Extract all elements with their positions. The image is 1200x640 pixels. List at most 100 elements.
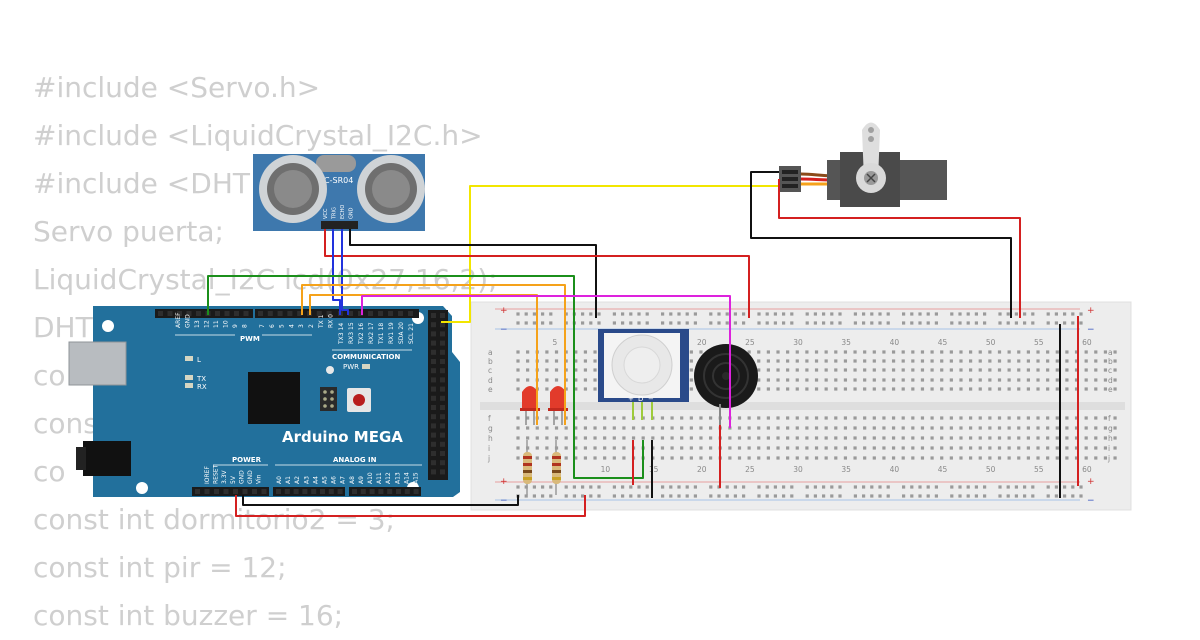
breadboard-hole xyxy=(1084,368,1088,372)
breadboard-hole xyxy=(1017,368,1021,372)
rail-hole xyxy=(725,321,729,325)
breadboard-hole xyxy=(1026,350,1030,354)
rail-hole xyxy=(1054,321,1058,325)
rail-hole xyxy=(765,485,769,489)
ultrasonic-pin-label: ECHO xyxy=(340,205,346,219)
breadboard-hole xyxy=(1065,359,1069,363)
breadboard-hole xyxy=(737,456,742,460)
breadboard-hole xyxy=(901,416,905,420)
pin-label: 5 xyxy=(279,324,286,328)
rail-hole xyxy=(725,485,729,489)
breadboard-hole xyxy=(891,350,896,354)
rail-hole xyxy=(532,321,536,325)
rail-hole xyxy=(805,485,809,489)
breadboard-hole xyxy=(1026,426,1030,430)
code-line: #include <Servo.h> xyxy=(33,71,321,104)
rail-hole xyxy=(790,312,794,316)
power-pin-label: GND xyxy=(238,470,245,484)
breadboard-hole xyxy=(689,446,693,450)
breadboard-hole xyxy=(949,359,953,363)
breadboard-hole xyxy=(978,426,982,430)
breadboard-hole xyxy=(1055,456,1059,460)
rail-hole xyxy=(717,321,721,325)
breadboard-hole xyxy=(747,446,751,450)
rail-hole xyxy=(685,494,689,498)
breadboard-hole xyxy=(1065,446,1069,450)
breadboard-hole xyxy=(834,436,838,440)
rail-hole xyxy=(541,485,545,489)
breadboard-hole xyxy=(911,378,915,382)
rail-hole xyxy=(926,485,930,489)
rail-hole xyxy=(1006,321,1010,325)
breadboard-hole xyxy=(670,426,674,430)
breadboard-hole xyxy=(583,426,588,430)
breadboard-hole xyxy=(1007,359,1011,363)
breadboard-hole xyxy=(1113,378,1117,382)
breadboard-hole xyxy=(891,426,896,430)
breadboard-hole xyxy=(776,387,780,391)
rail-hole xyxy=(1054,485,1058,489)
column-number: 50 xyxy=(986,338,996,347)
breadboard-hole xyxy=(516,359,520,363)
breadboard-hole xyxy=(709,416,713,420)
wire-orange-1 xyxy=(301,284,566,425)
breadboard-hole xyxy=(660,416,665,420)
rail-hole xyxy=(677,312,681,316)
breadboard-hole xyxy=(641,436,645,440)
rail-hole xyxy=(733,321,737,325)
row-letter: b xyxy=(1108,357,1113,366)
breadboard-hole xyxy=(795,426,799,430)
breadboard-hole xyxy=(911,456,915,460)
breadboard-hole xyxy=(805,426,809,430)
breadboard-hole xyxy=(526,426,530,430)
breadboard-hole xyxy=(853,387,857,391)
comm-pin-label: SDA 20 xyxy=(398,322,405,344)
wire-blue-echo xyxy=(341,229,349,315)
breadboard-hole xyxy=(891,446,896,450)
rail-hole xyxy=(950,312,954,316)
breadboard-hole xyxy=(1046,368,1050,372)
breadboard-hole xyxy=(997,359,1002,363)
column-number: 40 xyxy=(890,338,900,347)
breadboard-hole xyxy=(1055,426,1059,430)
breadboard-hole xyxy=(824,436,828,440)
led-rx-icon xyxy=(185,383,193,388)
rail-hole xyxy=(717,312,721,316)
rail-hole xyxy=(950,321,954,325)
breadboard-hole xyxy=(795,436,799,440)
column-number: 60 xyxy=(1082,465,1092,474)
breadboard-hole xyxy=(545,416,549,420)
breadboard-hole xyxy=(1026,387,1030,391)
breadboard-hole xyxy=(554,359,559,363)
breadboard-hole xyxy=(882,456,886,460)
breadboard-hole xyxy=(593,350,597,354)
rail-hole xyxy=(1031,494,1035,498)
breadboard-hole xyxy=(959,378,963,382)
breadboard-hole xyxy=(940,436,944,440)
breadboard-hole xyxy=(689,456,693,460)
breadboard-hole xyxy=(911,416,915,420)
breadboard-hole xyxy=(882,446,886,450)
ultrasonic-pin-label: GND xyxy=(349,207,355,219)
breadboard-hole xyxy=(631,436,636,440)
breadboard-hole xyxy=(814,378,819,382)
rail-hole xyxy=(581,321,585,325)
breadboard-hole xyxy=(1065,387,1069,391)
breadboard-hole xyxy=(699,350,703,354)
rail-hole xyxy=(773,485,777,489)
rail-hole xyxy=(902,321,906,325)
code-line: co xyxy=(33,359,66,392)
rail-hole xyxy=(886,312,890,316)
rail-hole xyxy=(597,321,601,325)
breadboard-hole xyxy=(901,387,905,391)
row-letter: i xyxy=(488,444,490,453)
rail-hole xyxy=(853,312,857,316)
breadboard-hole xyxy=(747,456,751,460)
breadboard-hole xyxy=(699,436,703,440)
breadboard-hole xyxy=(872,436,876,440)
rail-hole xyxy=(870,312,874,316)
breadboard-hole xyxy=(988,359,992,363)
pir-pin-plus: + xyxy=(628,395,634,403)
